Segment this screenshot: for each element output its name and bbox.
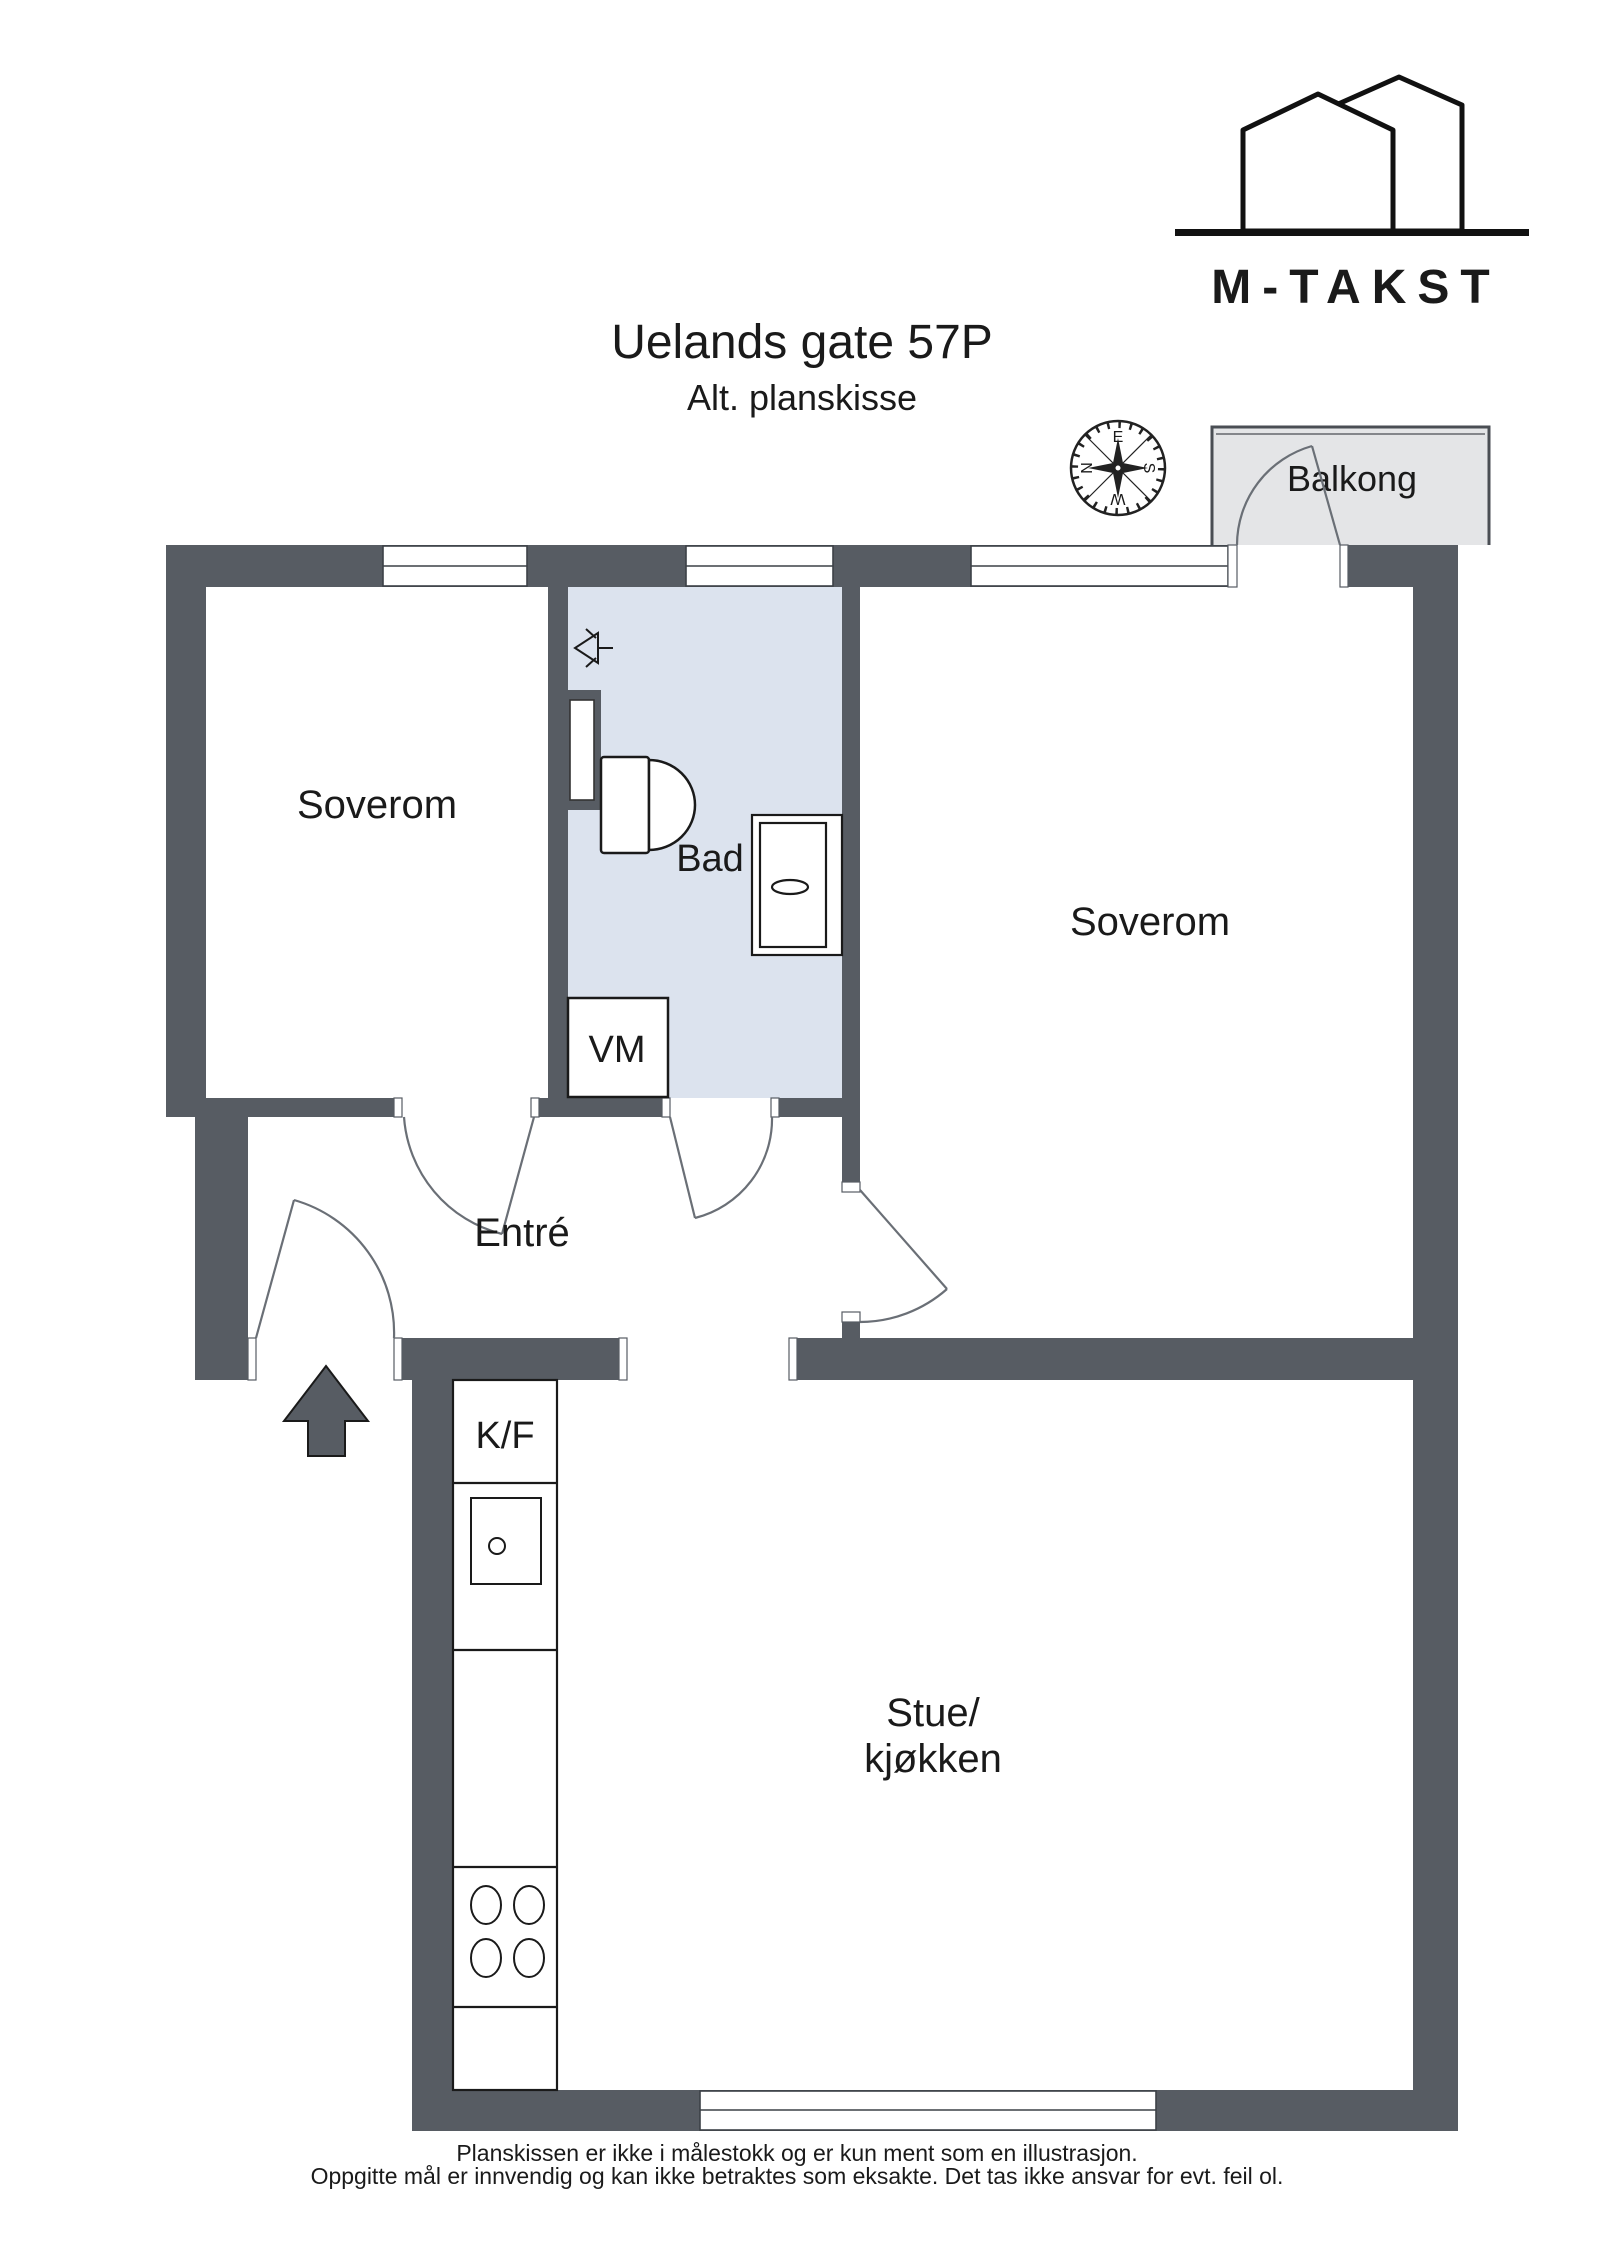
page-subtitle: Alt. planskisse <box>687 377 917 418</box>
entrance-arrow-icon <box>281 1364 371 1457</box>
toilet-icon <box>599 755 697 855</box>
compass-right-letter: S <box>1140 463 1157 474</box>
window-bottom <box>699 2090 1157 2131</box>
fridge-freezer-label: K/F <box>475 1415 534 1457</box>
vent-icon <box>573 628 613 668</box>
balcony: Balkong <box>1210 425 1491 545</box>
living-room-label-line1: Stue/ <box>886 1691 980 1735</box>
sink-niche <box>548 690 601 810</box>
living-room-label-line2: kjøkken <box>864 1737 1002 1781</box>
balcony-door-opening <box>1228 545 1340 587</box>
washing-machine: VM <box>566 996 670 1099</box>
entrance-label: Entré <box>474 1211 570 1255</box>
kitchen-counter: K/F <box>451 1378 559 2092</box>
bathroom-label: Bad <box>676 838 744 880</box>
bedroom2-door <box>859 1189 948 1324</box>
bedroom1-label: Soverom <box>297 783 457 827</box>
brand-name: M-TAKST <box>1211 261 1500 314</box>
disclaimer-line2: Oppgitte mål er innvendig og kan ikke be… <box>311 2163 1284 2189</box>
compass-bottom-letter: W <box>1110 490 1126 507</box>
disclaimer-line1: Planskissen er ikke i målestokk og er ku… <box>456 2140 1137 2166</box>
bedroom1-door <box>402 1116 536 1236</box>
mtakst-logo: M-TAKST <box>1175 74 1529 314</box>
windows <box>382 545 1229 2131</box>
compass-rose-icon: E S W N <box>1069 419 1167 517</box>
bathroom-fixtures: VM <box>548 628 844 1099</box>
page-title: Uelands gate 57P <box>611 316 993 369</box>
compass-top-letter: E <box>1113 429 1124 446</box>
doors <box>254 444 1342 1339</box>
walls <box>166 545 1458 2131</box>
bathroom-door <box>668 1116 774 1220</box>
entrance-door <box>254 1198 396 1339</box>
window-top-3 <box>970 545 1229 587</box>
door-jambs <box>247 544 1349 1381</box>
shower-icon <box>750 813 844 957</box>
window-top-1 <box>382 545 528 587</box>
oven-icon <box>470 1497 542 1585</box>
stove-icon <box>470 1885 545 1978</box>
houses-icon <box>1175 74 1529 236</box>
balcony-door <box>1235 444 1342 546</box>
balcony-label: Balkong <box>1287 458 1417 499</box>
window-top-2 <box>685 545 834 587</box>
bedroom2-label: Soverom <box>1070 900 1230 944</box>
washing-machine-label: VM <box>589 1029 646 1071</box>
compass-left-letter: N <box>1079 462 1096 474</box>
